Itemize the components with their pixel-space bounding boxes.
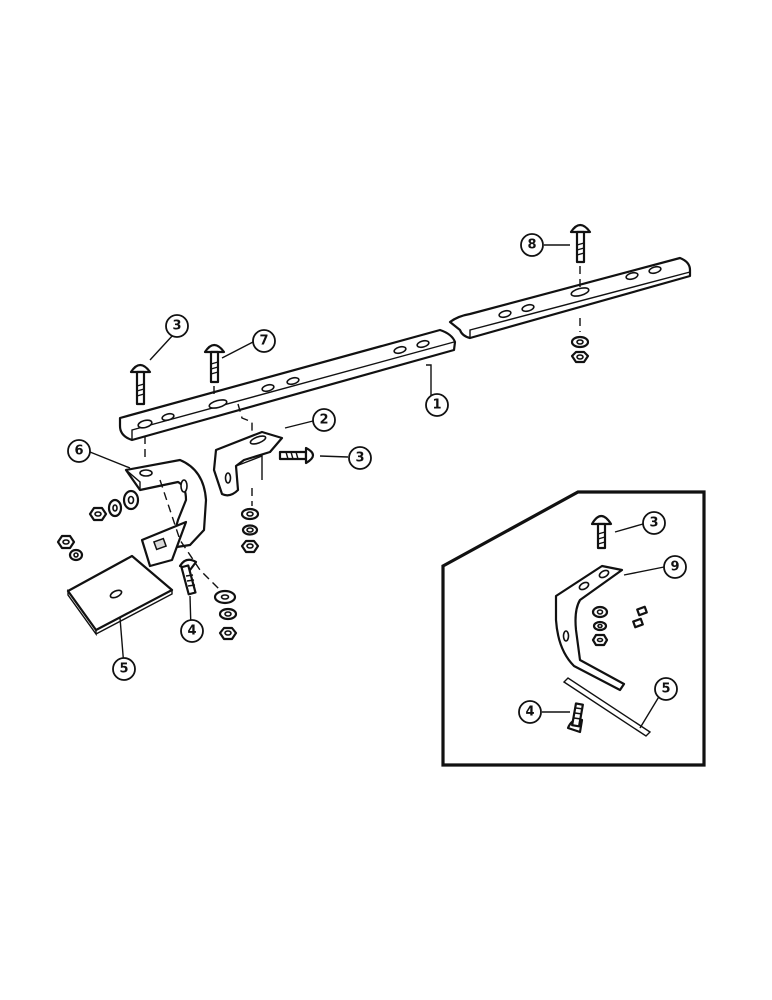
lockwasher-bracket-2 [241, 524, 259, 536]
bracket-6 [124, 458, 208, 568]
nut-lower [218, 626, 238, 641]
callout-5-inset: 5 [654, 677, 678, 701]
callout-2: 2 [312, 408, 336, 432]
inset-washer [591, 605, 609, 619]
lockwasher-lower [218, 607, 238, 621]
inset-plate-5 [562, 677, 652, 737]
carriage-bolt-3-top [129, 363, 152, 406]
bar-to-bracket2-guide [237, 403, 253, 432]
washer-lower-1 [213, 589, 237, 605]
svg-text:1: 1 [432, 398, 441, 413]
leader-lines [89, 244, 665, 729]
svg-text:9: 9 [670, 560, 679, 575]
bar-right-section [448, 256, 692, 340]
bracket-6-bolt-guide [159, 479, 221, 591]
callout-6: 6 [67, 439, 91, 463]
callout-3-top: 3 [165, 314, 189, 338]
bar-left-section [118, 328, 457, 442]
washer-right [570, 335, 590, 349]
callout-3-side: 3 [348, 446, 372, 470]
svg-text:4: 4 [187, 624, 196, 639]
lockwasher-left-2 [68, 548, 84, 562]
svg-text:7: 7 [259, 334, 268, 349]
svg-text:8: 8 [527, 238, 536, 253]
callout-1: 1 [425, 393, 449, 417]
lockwasher-left-1 [107, 498, 123, 518]
svg-text:5: 5 [119, 662, 128, 677]
nut-left-1 [88, 506, 108, 522]
callout-4-inset: 4 [518, 700, 542, 724]
washer-left-1 [122, 489, 140, 511]
svg-text:3: 3 [649, 516, 658, 531]
carriage-bolt-4 [178, 558, 198, 596]
nut-left-2 [56, 534, 76, 550]
callout-9: 9 [663, 555, 687, 579]
nut-right [570, 350, 590, 364]
callout-8: 8 [520, 233, 544, 257]
carriage-bolt-7 [203, 343, 226, 384]
inset-carriage-bolt-3 [590, 514, 613, 550]
inset-nut [591, 633, 609, 647]
svg-text:5: 5 [661, 682, 670, 697]
inset-frame [441, 490, 706, 767]
svg-text:2: 2 [319, 413, 328, 428]
inset-carriage-bolt-4 [566, 702, 584, 734]
inset-lockwasher [592, 620, 608, 632]
carriage-bolt-3-side [278, 446, 315, 465]
svg-text:6: 6 [74, 444, 83, 459]
plate-5 [66, 554, 174, 637]
callout-4: 4 [180, 619, 204, 643]
callout-7: 7 [252, 329, 276, 353]
callout-5: 5 [112, 657, 136, 681]
inset-small-nuts [632, 605, 648, 629]
bracket-2 [212, 430, 284, 497]
nut-bracket-2 [240, 539, 260, 554]
svg-text:3: 3 [355, 451, 364, 466]
inset-bracket-9 [554, 564, 626, 692]
svg-text:3: 3 [172, 319, 181, 334]
svg-text:4: 4 [525, 705, 534, 720]
carriage-bolt-8 [569, 223, 592, 264]
washer-bracket-2 [240, 507, 260, 521]
callout-3-inset: 3 [642, 511, 666, 535]
